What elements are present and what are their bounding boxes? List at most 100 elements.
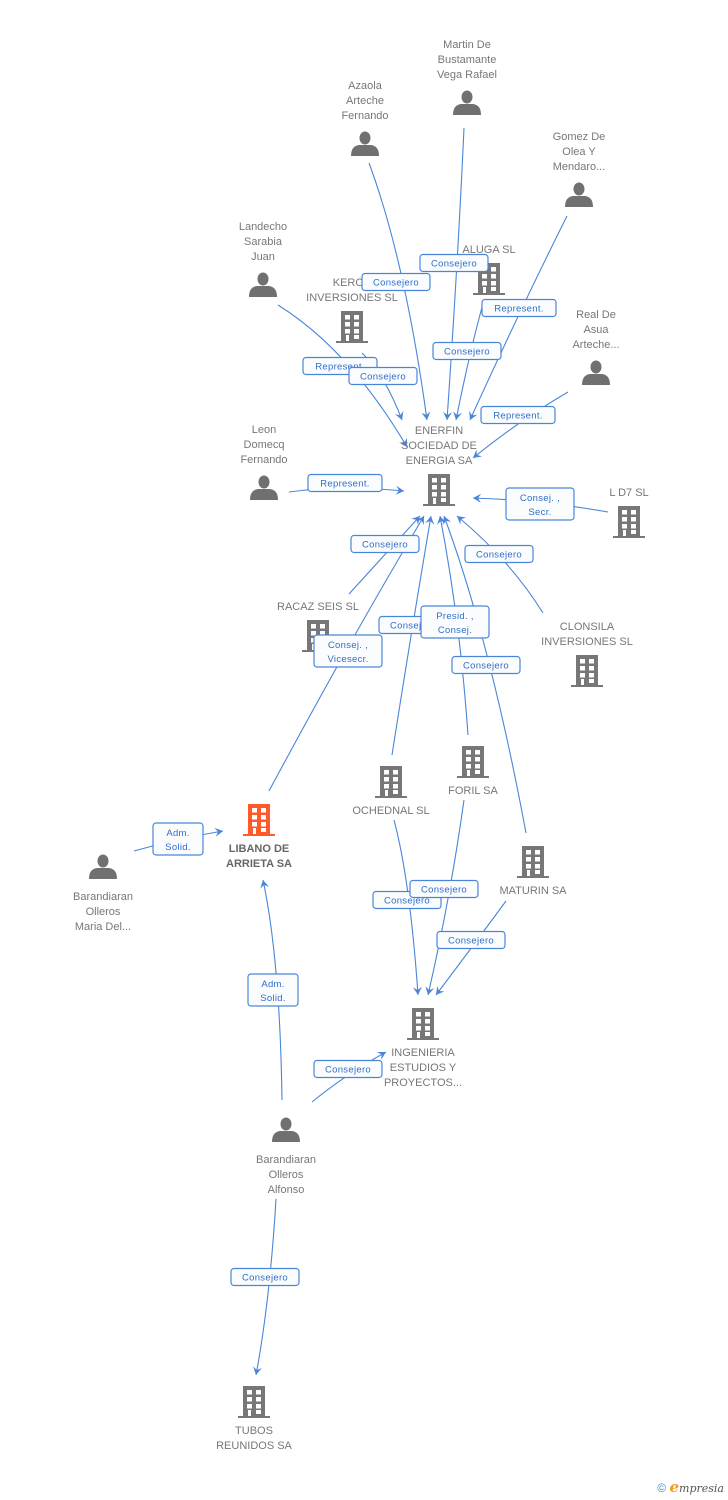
node-label: MATURIN SA bbox=[499, 885, 567, 897]
edge-label-box bbox=[409, 879, 479, 899]
node-label: SOCIEDAD DE bbox=[401, 440, 477, 452]
node-label: Vega Rafael bbox=[437, 69, 497, 81]
node-label: INGENIERIA bbox=[391, 1047, 455, 1059]
node-label: ARRIETA SA bbox=[226, 858, 292, 870]
arrowhead-icon bbox=[412, 986, 422, 995]
building-icon bbox=[336, 311, 368, 343]
node-label: Fernando bbox=[240, 454, 287, 466]
node-label: INVERSIONES SL bbox=[541, 636, 633, 648]
node-label: Mendaro... bbox=[553, 161, 606, 173]
arrowhead-icon bbox=[436, 985, 445, 995]
edge-label-text: Consej. , bbox=[520, 493, 560, 504]
edge-label-text: Adm. bbox=[166, 828, 189, 839]
edge-label[interactable]: Adm.Solid. bbox=[152, 822, 204, 856]
edge-label-text: Represent. bbox=[494, 304, 543, 315]
edge-label[interactable]: Consejero bbox=[432, 341, 502, 361]
edge-label-text: Consejero bbox=[325, 1065, 371, 1076]
edge-clonsila-to-enerfin bbox=[456, 515, 544, 614]
edge-label-box bbox=[152, 822, 204, 856]
edge-label[interactable]: Consejero bbox=[409, 879, 479, 899]
node-gomez[interactable]: Gomez De Olea Y Mendaro... bbox=[553, 131, 606, 207]
arrowhead-icon bbox=[425, 516, 435, 525]
edge-line bbox=[348, 515, 421, 595]
edge-label-text: Vicesecr. bbox=[327, 654, 368, 665]
edge-label[interactable]: Consejero bbox=[350, 534, 420, 554]
node-ld7[interactable]: L D7 SL bbox=[609, 487, 649, 538]
node-label: Gomez De bbox=[553, 131, 606, 143]
node-label: Juan bbox=[251, 251, 275, 263]
edge-label[interactable]: Consej. , Secr. bbox=[505, 487, 575, 521]
building-icon bbox=[457, 746, 489, 778]
brand-initial: e bbox=[669, 1478, 680, 1496]
edge-label-box bbox=[348, 366, 418, 386]
edge-label-text: Consejero bbox=[421, 885, 467, 896]
node-label: LIBANO DE bbox=[229, 843, 290, 855]
node-maturin[interactable]: MATURIN SA bbox=[499, 846, 567, 897]
edge-label[interactable]: Consejero bbox=[464, 544, 534, 564]
node-libano[interactable]: LIBANO DE ARRIETA SA bbox=[226, 804, 292, 870]
node-label: Olea Y bbox=[562, 146, 596, 158]
edge-real-to-enerfin bbox=[472, 391, 569, 459]
edge-line bbox=[427, 799, 465, 996]
building-icon bbox=[517, 846, 549, 878]
edge-racaz-to-enerfin bbox=[348, 515, 421, 595]
node-label: Arteche bbox=[346, 95, 384, 107]
edge-label[interactable]: Consejero bbox=[361, 272, 431, 292]
edge-label[interactable]: Consej. ,Vicesecr. bbox=[313, 634, 383, 668]
arrowhead-icon bbox=[394, 410, 404, 420]
node-label: Olleros bbox=[269, 1169, 304, 1181]
node-label: Barandiaran bbox=[256, 1154, 316, 1166]
edge-label-box bbox=[436, 930, 506, 950]
edge-label[interactable]: Consejero bbox=[230, 1267, 300, 1287]
building-icon bbox=[375, 766, 407, 798]
node-label: Alfonso bbox=[268, 1184, 305, 1196]
edge-labels-layer: ConsejeroConsejeroRepresent.ConsejeroRep… bbox=[152, 253, 575, 1287]
edge-ochednal-to-enerfin bbox=[391, 515, 435, 756]
edge-label-box bbox=[361, 272, 431, 292]
edge-label[interactable]: Presid. ,Consej. bbox=[420, 605, 490, 639]
edge-label-text: Consejero bbox=[384, 896, 430, 907]
arrowhead-icon bbox=[457, 516, 467, 525]
node-label: ALUGA SL bbox=[462, 244, 515, 256]
footer-brand[interactable]: © empresia bbox=[657, 1478, 724, 1496]
node-ochednal[interactable]: OCHEDNAL SL bbox=[352, 766, 430, 817]
edge-label[interactable]: Consejero bbox=[451, 655, 521, 675]
edge-label[interactable]: Represent. bbox=[480, 405, 556, 425]
node-label: RACAZ SEIS SL bbox=[277, 601, 359, 613]
brand-name: mpresia bbox=[679, 1482, 724, 1495]
edge-label[interactable]: Consejero bbox=[313, 1059, 383, 1079]
edge-label[interactable]: Represent. bbox=[307, 473, 383, 493]
building-icon bbox=[238, 1386, 270, 1418]
building-icon bbox=[407, 1008, 439, 1040]
edge-alfonso-to-tubos bbox=[253, 1198, 277, 1376]
edge-label-text: Represent. bbox=[493, 411, 542, 422]
node-real[interactable]: Real DeAsuaArteche... bbox=[572, 309, 620, 385]
arrowhead-icon bbox=[421, 411, 431, 420]
building-icon bbox=[243, 804, 275, 836]
node-label: Olleros bbox=[86, 906, 121, 918]
edge-label[interactable]: Consejero bbox=[419, 253, 489, 273]
node-label: Fernando bbox=[341, 110, 388, 122]
node-foril[interactable]: FORIL SA bbox=[448, 746, 499, 797]
edge-label[interactable]: Consejero bbox=[436, 930, 506, 950]
person-icon bbox=[351, 131, 379, 156]
edge-label-text: Consejero bbox=[242, 1273, 288, 1284]
edge-label[interactable]: Consejero bbox=[348, 366, 418, 386]
edge-label[interactable]: Represent. bbox=[481, 298, 557, 318]
arrowhead-icon bbox=[425, 986, 435, 995]
arrowhead-icon bbox=[443, 411, 453, 420]
edge-label-text: Secr. bbox=[528, 507, 551, 518]
edge-label[interactable]: Adm.Solid. bbox=[247, 973, 299, 1007]
